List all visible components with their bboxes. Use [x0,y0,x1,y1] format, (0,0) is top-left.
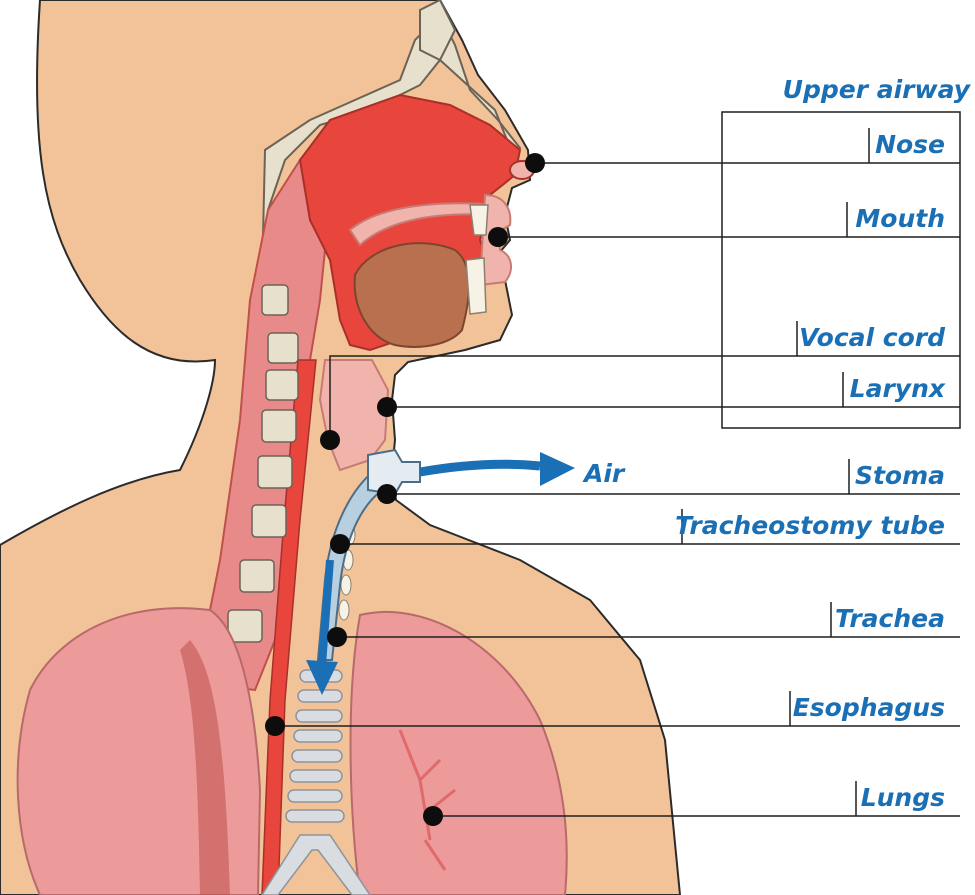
nose-dot [525,153,545,173]
larynx-dot [377,397,397,417]
vocal-cord-dot [320,430,340,450]
tracheostomy-tube-dot [330,534,350,554]
vertebra [252,505,286,537]
vertebra [262,410,296,442]
vertebra [266,370,298,400]
stoma-dot [377,484,397,504]
label-esophagus: Esophagus [793,693,945,722]
air-flow-arrow [420,464,540,472]
label-mouth: Mouth [855,204,945,233]
vertebra [262,285,288,315]
air-arrow-head [540,452,575,486]
label-trachea: Trachea [835,604,945,633]
esophagus-dot [265,716,285,736]
label-stoma: Stoma [855,461,945,490]
lungs-dot [423,806,443,826]
vertebra [258,456,292,488]
upper-airway-heading: Upper airway [783,75,972,104]
vertebra [240,560,274,592]
tongue [355,243,469,347]
label-larynx: Larynx [850,374,946,403]
trachea-dot [327,627,347,647]
upper-tooth [470,205,488,235]
air-label: Air [582,459,626,488]
label-vocal-cord: Vocal cord [799,323,946,352]
vertebra [228,610,262,642]
lower-tooth [466,258,486,314]
label-nose: Nose [875,130,945,159]
label-lungs: Lungs [861,783,945,812]
vertebra [268,333,298,363]
mouth-dot [488,227,508,247]
label-tracheostomy-tube: Tracheostomy tube [675,511,945,540]
